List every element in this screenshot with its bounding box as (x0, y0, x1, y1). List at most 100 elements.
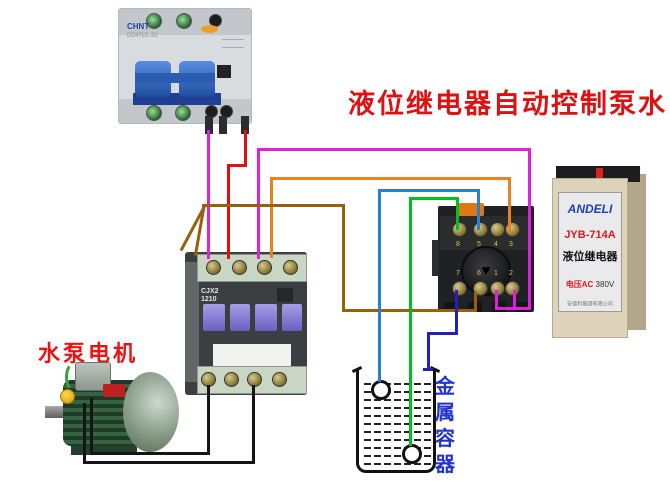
relay-device-name: 液位继电器 (562, 251, 618, 263)
breaker-marking (222, 39, 244, 40)
breaker-test-button (217, 65, 231, 78)
breaker-marking (222, 47, 244, 48)
wire-magenta (257, 148, 260, 259)
container-label-char: 容 (435, 428, 455, 450)
terminal-screw-icon (224, 372, 239, 387)
liquid-level-relay: ANDELI JYB-714A 液位继电器 电压AC 380V 安德利集团有限公… (552, 166, 648, 338)
wire-navy (427, 332, 430, 371)
wire-black (207, 385, 210, 455)
upper-level-probe (371, 380, 391, 400)
breaker-pin (219, 116, 227, 134)
relay-voltage-value: 380V (595, 280, 615, 289)
relay-voltage-label: 电压AC (565, 280, 594, 289)
motor-shaft (45, 406, 67, 418)
wire-black (90, 452, 210, 455)
breaker-pin (205, 116, 213, 134)
socket-terminal-number: 8 (456, 241, 460, 248)
contactor-side-panel (185, 262, 199, 382)
terminal-screw-icon (452, 222, 467, 237)
breaker-handle-bar (135, 73, 215, 83)
socket-clip (458, 203, 484, 216)
wire-magenta (257, 148, 531, 151)
wire-magenta (207, 130, 210, 259)
wire-black (83, 461, 255, 464)
socket-terminal-number: 1 (494, 270, 498, 277)
wire-navy (455, 290, 458, 335)
relay-model-label: JYB-714A (564, 229, 616, 241)
wire-orange (270, 177, 511, 180)
contactor-name-plate (213, 344, 291, 366)
socket-foot (444, 302, 458, 312)
terminal-screw-icon (272, 372, 287, 387)
terminal-screw-icon (232, 260, 247, 275)
contactor-aux-window (277, 288, 293, 302)
wire-red (244, 130, 247, 167)
motor-ground-wire (65, 362, 83, 392)
terminal-screw-icon (505, 281, 520, 296)
contactor-coil-window (282, 304, 302, 331)
wire-navy (427, 332, 458, 335)
breaker-brand-label: CHNT (127, 22, 150, 31)
breaker-indicator-window (201, 25, 218, 33)
relay-face-label: ANDELI JYB-714A 液位继电器 电压AC 380V 安德利集团有限公… (558, 192, 622, 312)
terminal-screw-icon (283, 260, 298, 275)
socket-terminal-number: 2 (509, 270, 513, 277)
relay-voltage-row: 电压AC 380V (559, 279, 621, 290)
contactor-model-line2: 1210 (201, 296, 217, 303)
terminal-screw-icon (175, 105, 191, 121)
breaker-pin (241, 116, 249, 134)
wire-black (90, 398, 93, 455)
wire-magenta (495, 290, 498, 310)
wire-magenta (528, 148, 531, 310)
wire-green (409, 197, 459, 200)
terminal-screw-icon (206, 260, 221, 275)
relay-brand-label: ANDELI (567, 202, 613, 216)
socket-mount-tab (432, 240, 439, 276)
wire-red (227, 164, 230, 259)
wire-blue (378, 189, 480, 192)
container-label: 金 属 容 器 (433, 374, 457, 478)
terminal-screw-icon (176, 13, 192, 29)
metal-container (351, 366, 441, 473)
terminal-screw-icon (146, 13, 162, 29)
terminal-screw-icon (257, 260, 272, 275)
breaker-model-label: DZ47LE-32 (127, 33, 158, 39)
socket-terminal-number: 4 (494, 241, 498, 248)
wire-magenta (513, 290, 516, 310)
motor-badge-icon (60, 389, 75, 404)
relay-socket: 8 5 4 3 ♥ 7 6 1 2 (432, 203, 534, 312)
terminal-screw-icon (146, 105, 162, 121)
container-label-char: 金 (435, 376, 455, 398)
wire-blue (477, 189, 480, 230)
motor-end-bell (123, 372, 179, 452)
ac-contactor: CJX2 1210 (185, 252, 307, 395)
circuit-breaker: CHNT DZ47LE-32 (118, 8, 252, 124)
container-label-char: 属 (435, 402, 455, 424)
socket-terminal-number: 6 (477, 270, 481, 277)
socket-terminal-number: 3 (509, 241, 513, 248)
wire-black (83, 403, 86, 464)
relay-company-label: 安德利集团有限公司 (567, 302, 613, 308)
motor-nameplate (103, 384, 125, 397)
wire-brown (342, 204, 345, 312)
wire-green (409, 197, 412, 446)
wire-blue (378, 189, 381, 382)
wire-green (456, 197, 459, 230)
relay-box-side (624, 174, 646, 330)
wire-brown (202, 204, 344, 207)
motor-label: 水泵电机 (38, 341, 139, 366)
lower-level-probe (402, 444, 422, 464)
socket-terminal-number: 7 (456, 270, 460, 277)
relay-indicator-light (596, 168, 603, 180)
socket-terminal-number: 5 (477, 241, 481, 248)
container-label-char: 器 (435, 454, 455, 476)
wire-brown (474, 292, 477, 312)
terminal-screw-icon (490, 222, 505, 237)
wire-orange (508, 177, 511, 232)
contactor-model-label: CJX2 1210 (201, 288, 219, 304)
contactor-model-line1: CJX2 (201, 288, 219, 295)
contactor-coil-window (255, 304, 277, 331)
wire-navy (423, 368, 433, 371)
water-pump-motor (43, 362, 179, 458)
